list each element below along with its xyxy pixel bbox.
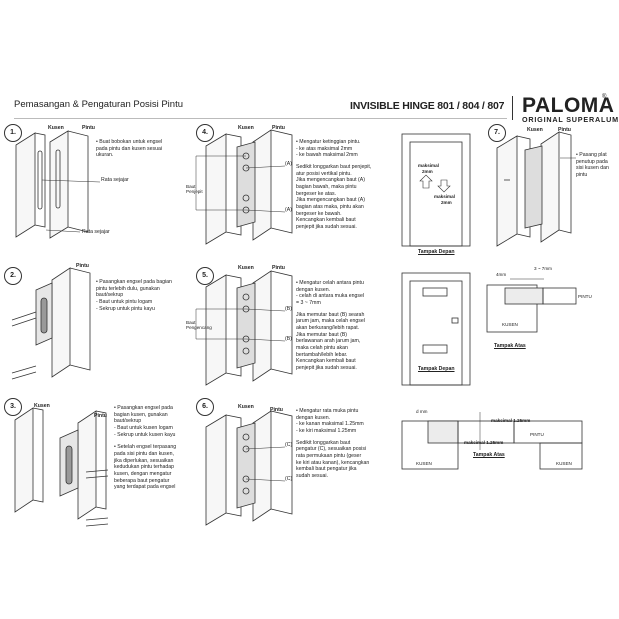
step6-pintu-label: Pintu xyxy=(270,407,283,413)
step4-a-label-top: (A) xyxy=(285,161,292,167)
detail4-bottom-label: maksimal xyxy=(434,194,455,199)
step-number-2: 2. xyxy=(4,267,22,285)
step1-pintu-label: Pintu xyxy=(82,125,95,131)
step4-baut-penjepit-label: Baut Penjepit xyxy=(186,184,203,195)
detail4-caption: Tampak Depan xyxy=(418,249,455,255)
detail6-caption: Tampak Atas xyxy=(473,452,505,458)
step4-notes: • Mengatur ketinggian pintu.- ke atas ma… xyxy=(296,139,372,230)
step5-b-label-bottom: (B) xyxy=(285,336,292,342)
detail5-gap-right: 3 ~ 7mm xyxy=(534,266,552,271)
step2-door-drawing xyxy=(11,267,91,380)
step6-hinge-drawing xyxy=(205,410,293,526)
step7-kusen-label: Kusen xyxy=(527,127,543,133)
detail5-top-view xyxy=(486,278,577,333)
step4-hinge-drawing xyxy=(195,129,293,245)
detail5-front-view xyxy=(401,272,471,386)
detail6-top-view xyxy=(401,412,583,470)
step-number-4: 4. xyxy=(196,124,214,142)
detail5-kusen: KUSEN xyxy=(502,322,518,327)
detail5-pintu: PINTU xyxy=(578,294,592,299)
step3-pintu-label: Pintu xyxy=(94,413,107,419)
step4-kusen-label: Kusen xyxy=(238,125,254,131)
detail5-top-caption: Tampak Atas xyxy=(494,343,526,349)
brand-registered-mark: ® xyxy=(602,94,607,100)
page-title: Pemasangan & Pengaturan Posisi Pintu xyxy=(14,99,183,110)
detail6-kusen-right: KUSEN xyxy=(556,461,572,466)
detail4-top-label: maksimal xyxy=(418,163,439,168)
step1-rata-label-2: Rata sejajar xyxy=(82,229,110,235)
step6-kusen-label: Kusen xyxy=(238,404,254,410)
step-number-5: 5. xyxy=(196,267,214,285)
detail6-top-label: maksimal 1.25mm xyxy=(491,418,531,423)
step4-pintu-label: Pintu xyxy=(272,125,285,131)
step6-c-label-top: (C) xyxy=(285,442,293,448)
brand-tagline: ORIGINAL SUPERALUM xyxy=(522,115,619,124)
detail4-bottom-unit: 2mm xyxy=(441,200,452,205)
step-number-1: 1. xyxy=(4,124,22,142)
detail4-top-unit: 2mm xyxy=(422,169,433,174)
header-rule xyxy=(14,118,507,119)
step5-hinge-drawing xyxy=(195,270,293,386)
step4-a-label-bottom: (A) xyxy=(285,207,292,213)
step-number-6: 6. xyxy=(196,398,214,416)
step3-kusen-label: Kusen xyxy=(34,403,50,409)
step1-frame-drawing xyxy=(15,130,101,239)
header-divider xyxy=(512,96,513,120)
product-title: INVISIBLE HINGE 801 / 804 / 807 xyxy=(350,100,505,112)
detail5-gap-left: 4mm xyxy=(496,272,507,277)
step3-frame-drawing xyxy=(14,407,109,527)
step-number-7: 7. xyxy=(488,124,506,142)
detail4-front-view xyxy=(401,133,471,247)
step5-pintu-label: Pintu xyxy=(272,265,285,271)
step7-cover-plate-drawing xyxy=(496,131,576,247)
step7-pintu-label: Pintu xyxy=(558,127,571,133)
step-number-3: 3. xyxy=(4,398,22,416)
step5-b-label-top: (B) xyxy=(285,306,292,312)
detail5-front-caption: Tampak Depan xyxy=(418,366,455,372)
step5-baut-pengencang-label: Baut Pengencang xyxy=(186,320,212,331)
detail6-d-label: d mm xyxy=(416,409,428,414)
brand-logo: PALOMA xyxy=(522,94,615,117)
detail6-kusen-left: KUSEN xyxy=(416,461,432,466)
step6-c-label-bottom: (C) xyxy=(285,476,293,482)
step2-pintu-label: Pintu xyxy=(76,263,89,269)
detail6-pintu: PINTU xyxy=(530,432,544,437)
detail6-bottom-label: maksimal 1.25mm xyxy=(464,440,504,445)
step1-kusen-label: Kusen xyxy=(48,125,64,131)
step1-rata-label-1: Rata sejajar xyxy=(101,177,129,183)
step5-kusen-label: Kusen xyxy=(238,265,254,271)
